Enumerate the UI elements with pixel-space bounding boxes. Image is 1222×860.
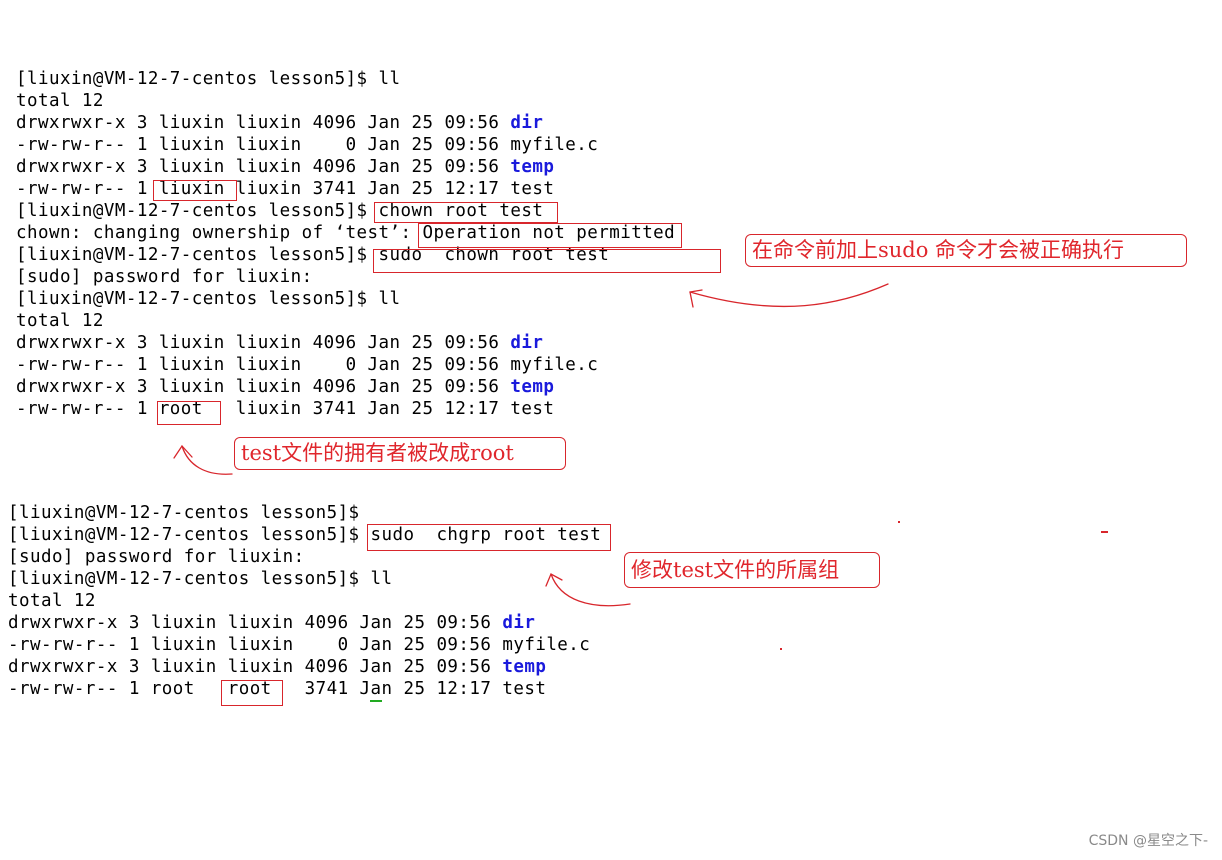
highlight-sudo-chgrp — [367, 524, 611, 551]
arrow-to-owner-root-head — [173, 444, 193, 459]
prompt-ll-1: [liuxin@VM-12-7-centos lesson5]$ ll — [16, 69, 401, 89]
file-row: -rw-rw-r-- 1 liuxin liuxin 3741 Jan 25 1… — [16, 179, 555, 199]
prompt-empty: [liuxin@VM-12-7-centos lesson5]$ — [8, 503, 360, 523]
file-row: -rw-rw-r-- 1 root liuxin 3741 Jan 25 12:… — [16, 399, 555, 419]
file-row: -rw-rw-r-- 1 liuxin liuxin 0 Jan 25 09:5… — [8, 635, 591, 655]
highlight-chown-cmd — [374, 202, 558, 223]
cursor-mark — [370, 700, 382, 702]
annotation-owner-note: test文件的拥有者被改成root — [234, 437, 566, 470]
stray-mark — [898, 521, 900, 523]
csdn-watermark: CSDN @星空之下- — [1088, 833, 1208, 849]
total-line-3: total 12 — [8, 591, 96, 611]
arrow-to-chgrp-cmd-head — [545, 573, 563, 587]
annotation-sudo-note: 在命令前加上sudo 命令才会被正确执行 — [745, 234, 1187, 267]
arrow-to-sudo-cmd-head — [689, 289, 703, 308]
arrow-to-owner-root — [181, 445, 233, 475]
highlight-owner-liuxin — [153, 180, 237, 201]
highlight-sudo-chown — [373, 249, 721, 273]
stray-mark — [1101, 531, 1108, 533]
file-row: drwxrwxr-x 3 liuxin liuxin 4096 Jan 25 0… — [16, 333, 544, 353]
chown-command: [liuxin@VM-12-7-centos lesson5]$ chown r… — [16, 201, 544, 221]
file-row: drwxrwxr-x 3 liuxin liuxin 4096 Jan 25 0… — [16, 113, 544, 133]
stray-mark — [780, 648, 782, 650]
prompt-ll-3: [liuxin@VM-12-7-centos lesson5]$ ll — [8, 569, 393, 589]
sudo-chown-command: [liuxin@VM-12-7-centos lesson5]$ sudo ch… — [16, 245, 610, 265]
sudo-chgrp-command: [liuxin@VM-12-7-centos lesson5]$ sudo ch… — [8, 525, 602, 545]
file-row: drwxrwxr-x 3 liuxin liuxin 4096 Jan 25 0… — [16, 157, 555, 177]
file-row: -rw-rw-r-- 1 liuxin liuxin 0 Jan 25 09:5… — [16, 135, 599, 155]
prompt-ll-2: [liuxin@VM-12-7-centos lesson5]$ ll — [16, 289, 401, 309]
sudo-password-prompt: [sudo] password for liuxin: — [8, 547, 305, 567]
file-row: drwxrwxr-x 3 liuxin liuxin 4096 Jan 25 0… — [16, 377, 555, 397]
annotation-group-note: 修改test文件的所属组 — [624, 552, 880, 588]
file-row: drwxrwxr-x 3 liuxin liuxin 4096 Jan 25 0… — [8, 613, 536, 633]
file-row: drwxrwxr-x 3 liuxin liuxin 4096 Jan 25 0… — [8, 657, 547, 677]
total-line-2: total 12 — [16, 311, 104, 331]
total-line-1: total 12 — [16, 91, 104, 111]
highlight-not-permitted — [418, 223, 682, 248]
highlight-group-root — [221, 680, 283, 706]
highlight-owner-root — [157, 401, 221, 425]
file-row: -rw-rw-r-- 1 root root 3741 Jan 25 12:17… — [8, 679, 547, 699]
arrow-to-sudo-cmd — [689, 283, 889, 308]
sudo-password-prompt: [sudo] password for liuxin: — [16, 267, 313, 287]
file-row: -rw-rw-r-- 1 liuxin liuxin 0 Jan 25 09:5… — [16, 355, 599, 375]
arrow-to-chgrp-cmd — [550, 573, 631, 607]
chown-error: chown: changing ownership of ‘test’: Ope… — [16, 223, 676, 243]
